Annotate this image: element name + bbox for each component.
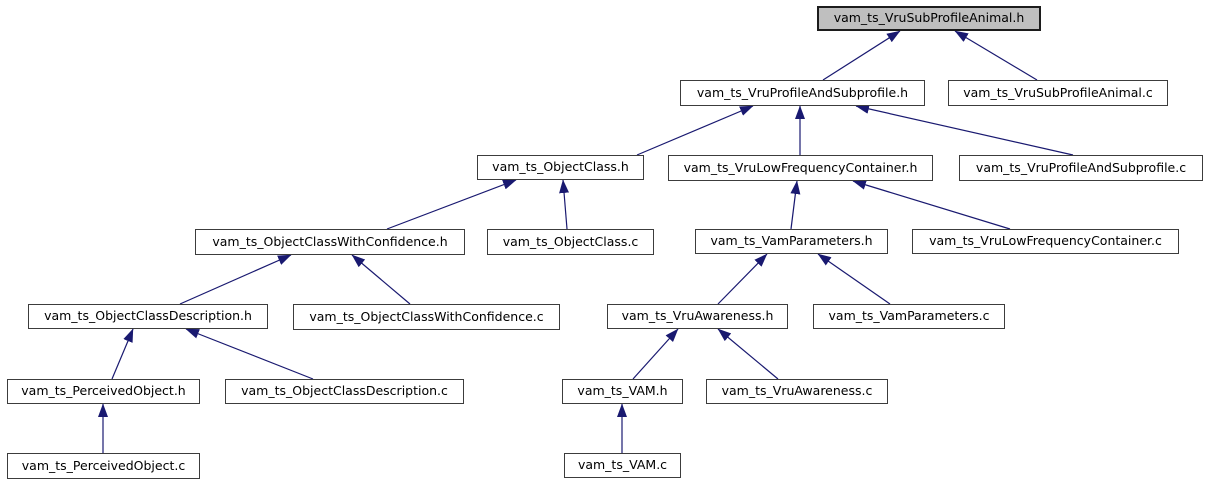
node-object-class-description-c[interactable]: vam_ts_ObjectClassDescription.c [225,379,464,404]
node-perceived-object-h[interactable]: vam_ts_PerceivedObject.h [7,379,200,404]
node-vam-parameters-h[interactable]: vam_ts_VamParameters.h [695,229,888,254]
edge-vru-awareness-h-to-vam-parameters-h [717,253,768,305]
node-object-class-c[interactable]: vam_ts_ObjectClass.c [487,229,654,255]
node-perceived-object-c[interactable]: vam_ts_PerceivedObject.c [7,453,200,479]
node-vam-c[interactable]: vam_ts_VAM.c [564,453,681,478]
node-vru-awareness-h[interactable]: vam_ts_VruAwareness.h [607,304,788,329]
edge-object-class-with-confidence-h-to-object-class-h [386,179,517,230]
node-vru-profile-and-subprofile-h[interactable]: vam_ts_VruProfileAndSubprofile.h [680,80,925,106]
node-vru-sub-profile-animal-h: vam_ts_VruSubProfileAnimal.h [817,6,1041,31]
node-vru-low-frequency-container-c[interactable]: vam_ts_VruLowFrequencyContainer.c [912,229,1179,254]
edge-object-class-description-h-to-object-class-with-confidence-h [179,254,292,305]
edge-vru-low-frequency-container-c-to-vru-low-frequency-container-h [852,180,1011,230]
edge-vru-awareness-c-to-vru-awareness-h [717,328,779,380]
edge-object-class-description-c-to-object-class-description-h [185,328,314,380]
node-vru-low-frequency-container-h[interactable]: vam_ts_VruLowFrequencyContainer.h [668,155,933,181]
node-vru-sub-profile-animal-c[interactable]: vam_ts_VruSubProfileAnimal.c [948,80,1168,106]
edge-vru-profile-and-subprofile-h-to-vru-sub-profile-animal-h [822,30,901,81]
edge-perceived-object-h-to-object-class-description-h [111,328,134,380]
edge-object-class-h-to-vru-profile-and-subprofile-h [636,105,754,156]
node-vam-h[interactable]: vam_ts_VAM.h [562,379,683,404]
node-vru-profile-and-subprofile-c[interactable]: vam_ts_VruProfileAndSubprofile.c [959,155,1203,181]
edge-object-class-c-to-object-class-h [559,179,570,230]
edge-vam-parameters-h-to-vru-low-frequency-container-h [790,180,801,230]
node-object-class-h[interactable]: vam_ts_ObjectClass.h [477,155,644,180]
node-object-class-with-confidence-h[interactable]: vam_ts_ObjectClassWithConfidence.h [195,229,465,255]
node-vru-awareness-c[interactable]: vam_ts_VruAwareness.c [706,379,888,404]
edge-object-class-with-confidence-c-to-object-class-with-confidence-h [351,254,411,305]
node-object-class-description-h[interactable]: vam_ts_ObjectClassDescription.h [28,304,268,329]
edge-vru-sub-profile-animal-c-to-vru-sub-profile-animal-h [954,30,1038,81]
edge-vru-profile-and-subprofile-c-to-vru-profile-and-subprofile-h [855,103,1074,156]
node-object-class-with-confidence-c[interactable]: vam_ts_ObjectClassWithConfidence.c [293,304,560,330]
edge-vam-h-to-vru-awareness-h [632,328,679,380]
edge-vam-parameters-c-to-vam-parameters-h [817,253,891,305]
node-vam-parameters-c[interactable]: vam_ts_VamParameters.c [813,304,1005,329]
